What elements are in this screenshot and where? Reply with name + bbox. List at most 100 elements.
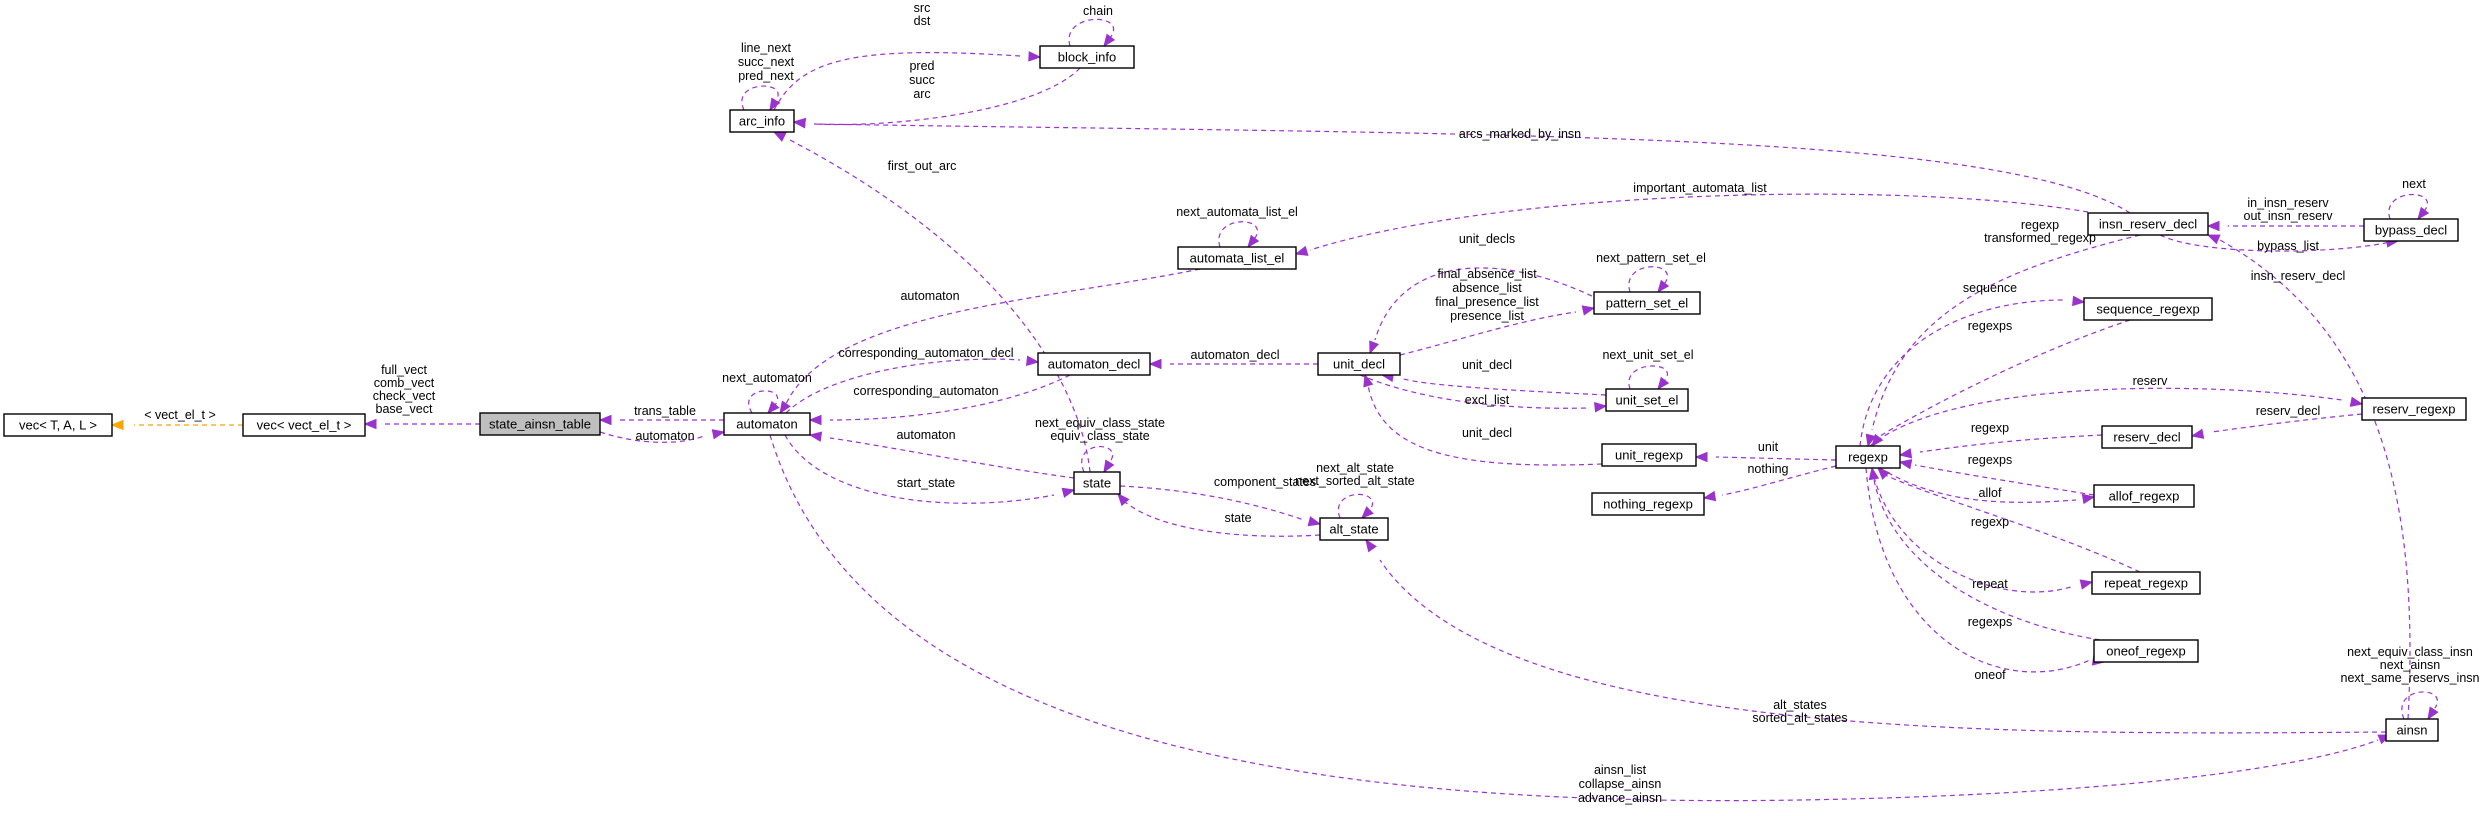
src-dst-edge-line (773, 51, 1042, 111)
automaton-from-list-edge-path (785, 268, 1201, 405)
inherit-vect-el-to-vec-line (110, 419, 243, 431)
unit-edge-arrowhead (1694, 451, 1708, 463)
allof-edge-path (1879, 467, 2077, 503)
repeat-edge-arrowhead (2079, 579, 2094, 590)
pattern-lists-edge-label-text: final_presence_list (1435, 295, 1539, 309)
sequence-edge-line (1859, 295, 2086, 447)
insn-reserv-decl-edge-label: insn_reserv_decl (2251, 269, 2346, 283)
state-self-edge-label-text: equiv_class_state (1050, 429, 1149, 443)
sequence-edge-arrowhead (2072, 295, 2086, 307)
node-alt-state[interactable]: alt_state (1319, 517, 1389, 541)
node-insn-reserv-decl[interactable]: insn_reserv_decl (2087, 212, 2209, 236)
nothing-edge-line (1702, 465, 1837, 502)
pred-succ-arc-edge-label-text: arc (913, 87, 930, 101)
node-nothing-regexp-box (1591, 492, 1705, 516)
node-unit-set-el[interactable]: unit_set_el (1605, 388, 1689, 412)
node-alt-state-label: alt_state (1329, 522, 1378, 537)
node-arc-info[interactable]: arc_info (729, 109, 795, 133)
important-automata-list-edge-label: important_automata_list (1633, 181, 1767, 195)
important-automata-list-edge-path (1309, 193, 2089, 251)
repeat-edge-path (1871, 467, 2075, 593)
corresponding-automaton-decl-edge-line (785, 355, 1040, 414)
arc-self-edge-label-text: succ_next (738, 55, 795, 69)
node-automata-list-el[interactable]: automata_list_el (1177, 246, 1297, 270)
reserv-edge-label: reserv (2133, 374, 2168, 388)
node-automaton-decl[interactable]: automaton_decl (1037, 352, 1151, 376)
node-automaton-decl-label: automaton_decl (1048, 357, 1141, 372)
automaton-from-state-edge-path (829, 437, 1075, 479)
node-allof-regexp[interactable]: allof_regexp (2093, 484, 2195, 508)
automaton-back-edge-arrowhead (711, 429, 726, 440)
regexp-insn-edge-line (1865, 234, 2141, 448)
next-automata-list-el-self-label-text: next_automata_list_el (1176, 205, 1298, 219)
node-automaton[interactable]: automaton (723, 412, 811, 436)
node-vec-vect-el-box (242, 413, 366, 437)
next-unit-set-el-self-arrowhead (1657, 376, 1670, 391)
in-out-insn-reserv-edge-line (2206, 220, 2364, 232)
inherit-vect-el-to-vec-arrowhead (110, 419, 124, 431)
pattern-lists-edge-arrowhead (1581, 305, 1596, 316)
next-automata-list-el-self-label: next_automata_list_el (1176, 205, 1298, 219)
node-vec-vect-el[interactable]: vec< vect_el_t > (242, 413, 366, 437)
ainsn-self-edge-label-text: next_same_reservs_insn (2341, 671, 2480, 685)
automaton-from-state-edge-line (808, 431, 1075, 479)
ainsn-self-edge-line (2401, 691, 2439, 721)
vects-edge-label-text: full_vect (381, 363, 427, 377)
node-nothing-regexp[interactable]: nothing_regexp (1591, 492, 1705, 516)
start-state-edge-label: start_state (897, 476, 955, 490)
automaton-decl-edge-arrowhead (1148, 358, 1162, 370)
node-bypass-decl[interactable]: bypass_decl (2363, 218, 2459, 242)
insn-reserv-decl-edge-arrowhead (2206, 234, 2221, 245)
corresponding-automaton-edge-arrowhead (808, 414, 822, 426)
node-reserv-decl-label: reserv_decl (2113, 430, 2180, 445)
ainsn-self-edge-label-text: next_equiv_class_insn (2347, 645, 2473, 659)
alt-self-edge-line (1337, 493, 1374, 519)
regexps-seq-edge-label-text: regexps (1968, 319, 2012, 333)
corresponding-automaton-decl-edge-arrowhead (1025, 355, 1040, 366)
alt-states-edge-label-text: sorted_alt_states (1752, 711, 1847, 725)
node-ainsn[interactable]: ainsn (2385, 718, 2439, 742)
node-state[interactable]: state (1073, 471, 1121, 495)
alt-self-edge-path (1337, 493, 1374, 519)
node-reserv-decl[interactable]: reserv_decl (2101, 425, 2193, 449)
allof-edge-label: allof (1979, 486, 2002, 500)
corresponding-automaton-edge-line (808, 374, 1071, 426)
regexps-oneof-edge-label: regexps (1968, 615, 2012, 629)
node-repeat-regexp[interactable]: repeat_regexp (2091, 571, 2201, 595)
next-unit-set-el-self-path (1628, 365, 1668, 390)
corresponding-automaton-decl-edge-label: corresponding_automaton_decl (838, 346, 1013, 360)
bypass-list-edge-label-text: bypass_list (2257, 239, 2319, 253)
automaton-from-state-edge-label: automaton (896, 428, 955, 442)
automaton-from-list-edge-line (779, 268, 1201, 415)
chain-self-edge-path (1068, 18, 1114, 47)
reserv-edge-line (1869, 387, 2364, 447)
node-oneof-regexp[interactable]: oneof_regexp (2093, 639, 2199, 663)
alt-self-edge-arrowhead (1361, 506, 1374, 519)
node-bypass-decl-label: bypass_decl (2375, 223, 2447, 238)
node-pattern-set-el[interactable]: pattern_set_el (1593, 291, 1701, 315)
node-unit-regexp[interactable]: unit_regexp (1601, 443, 1697, 467)
node-reserv-regexp[interactable]: reserv_regexp (2361, 397, 2467, 421)
next-automaton-self-label: next_automaton (722, 371, 812, 385)
node-regexp[interactable]: regexp (1835, 445, 1901, 469)
state-from-alt-edge-label: state (1224, 511, 1251, 525)
sequence-edge-label: sequence (1963, 281, 2017, 295)
automaton-decl-edge-label: automaton_decl (1191, 348, 1280, 362)
first-out-arc-edge-label: first_out_arc (888, 159, 957, 173)
node-state-ainsn-table[interactable]: state_ainsn_table (479, 412, 601, 436)
vects-edge-line (363, 418, 480, 430)
regexps-oneof-edge-label-text: regexps (1968, 615, 2012, 629)
node-block-info[interactable]: block_info (1039, 45, 1135, 69)
unit-decl-from-regexp-edge-arrowhead (1363, 373, 1374, 388)
node-vec-tal[interactable]: vec< T, A, L > (3, 413, 113, 437)
node-sequence-regexp[interactable]: sequence_regexp (2083, 297, 2213, 321)
src-dst-edge-label-text: dst (914, 14, 931, 28)
regexp-reserv-edge-label: regexp (1971, 421, 2009, 435)
vects-edge-label-text: base_vect (376, 402, 434, 416)
arc-self-edge-arrowhead (769, 97, 781, 112)
node-unit-decl[interactable]: unit_decl (1317, 352, 1401, 376)
corresponding-automaton-decl-edge-path (785, 358, 1021, 414)
component-states-edge-label: component_states (1214, 475, 1316, 489)
